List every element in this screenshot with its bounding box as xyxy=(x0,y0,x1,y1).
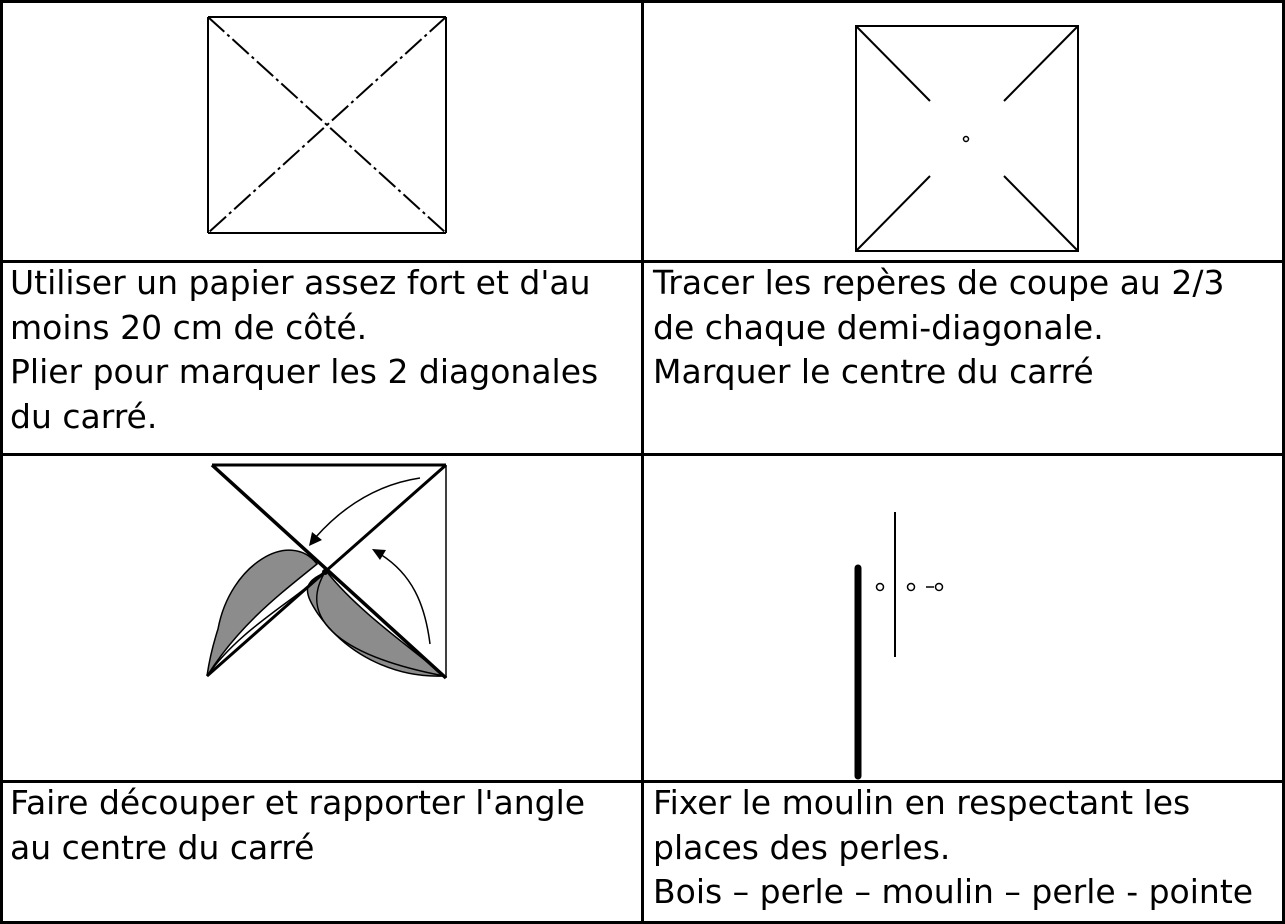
table-row-divider-2 xyxy=(0,453,1285,456)
step-1-line-3: Plier pour marquer les 2 diagonales xyxy=(10,352,599,391)
pinwheel-assembly-icon xyxy=(854,512,944,780)
square-folded-diagonals-icon xyxy=(207,16,447,234)
step-4-figure xyxy=(643,454,1285,781)
table-column-divider xyxy=(641,0,644,924)
step-2-line-2: de chaque demi-diagonale. xyxy=(653,307,1104,347)
step-3-line-1: Faire découper et rapporter l'angle xyxy=(10,783,586,822)
step-4-line-3: Bois – perle – moulin – perle - pointe xyxy=(653,872,1254,911)
step-1-figure xyxy=(0,0,643,261)
step-1-line-1: Utiliser un papier assez fort et d'au xyxy=(10,263,591,302)
step-1-line-2: moins 20 cm de côté. xyxy=(10,307,368,347)
step-3-text: Faire découper et rapporter l'angle au c… xyxy=(0,781,643,924)
step-3-line-2: au centre du carré xyxy=(10,827,315,867)
table-row-divider-1 xyxy=(0,260,1285,263)
step-4-text: Fixer le moulin en respectant les places… xyxy=(643,781,1285,924)
step-4-line-2: places des perles. xyxy=(653,827,951,867)
step-2-line-3: Marquer le centre du carré xyxy=(653,352,1094,391)
step-1-text: Utiliser un papier assez fort et d'au mo… xyxy=(0,261,643,454)
table-row-divider-3 xyxy=(0,780,1285,783)
step-3-figure xyxy=(0,454,643,781)
step-4-line-1: Fixer le moulin en respectant les xyxy=(653,783,1191,822)
pinwheel-folding-icon xyxy=(206,463,448,680)
table-border-left xyxy=(0,0,3,924)
step-1-line-4: du carré. xyxy=(10,396,158,436)
step-2-text: Tracer les repères de coupe au 2/3 de ch… xyxy=(643,261,1285,454)
step-2-line-1: Tracer les repères de coupe au 2/3 xyxy=(653,263,1225,302)
table-border-right xyxy=(1282,0,1285,924)
square-cut-marks-icon xyxy=(855,25,1079,252)
step-2-figure xyxy=(643,0,1285,261)
